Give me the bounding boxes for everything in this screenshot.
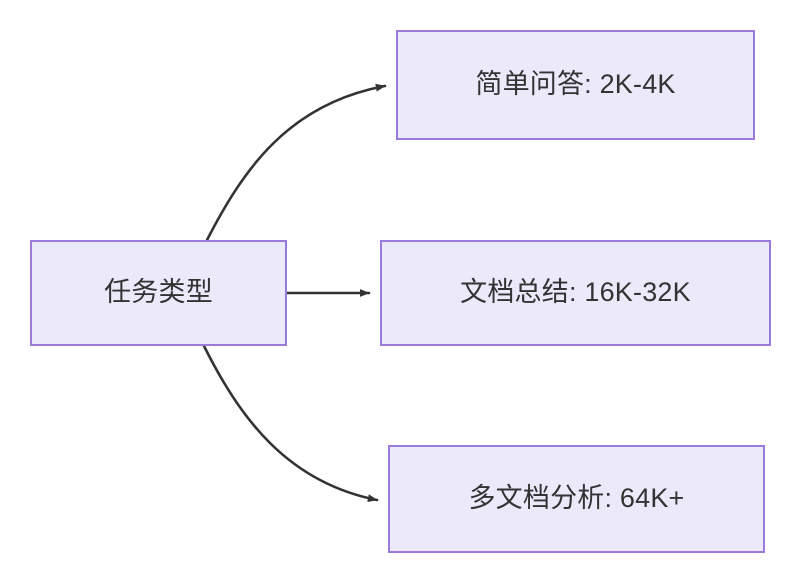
node-doc-summary[interactable]: 文档总结: 16K-32K (380, 240, 771, 346)
node-simple-qa-label: 简单问答: 2K-4K (475, 69, 676, 100)
edge-root-to-simple-qa (205, 83, 387, 242)
node-simple-qa[interactable]: 简单问答: 2K-4K (396, 30, 755, 140)
node-task-type-label: 任务类型 (104, 277, 213, 308)
node-task-type[interactable]: 任务类型 (30, 240, 287, 346)
node-multi-doc-label: 多文档分析: 64K+ (468, 483, 685, 514)
edge-root-to-multi-doc (202, 344, 379, 503)
node-doc-summary-label: 文档总结: 16K-32K (460, 277, 691, 308)
node-multi-doc[interactable]: 多文档分析: 64K+ (388, 445, 765, 553)
